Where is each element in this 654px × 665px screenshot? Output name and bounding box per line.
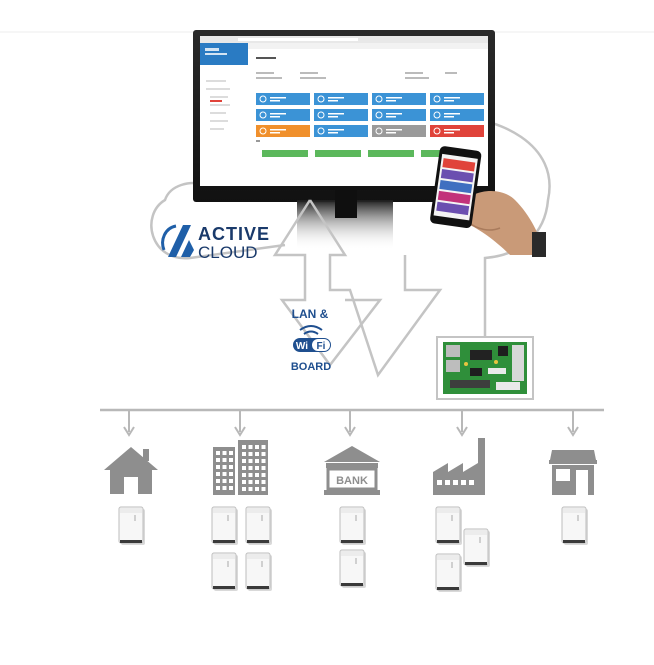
- dashboard-tile: [372, 125, 426, 137]
- dashboard-button: [315, 150, 361, 157]
- bank-icon: BANK: [324, 446, 380, 495]
- label-wifi-left: Wi: [296, 341, 308, 352]
- dashboard-screen: [200, 36, 488, 186]
- indoor-unit: [435, 553, 462, 592]
- factory-icon: [433, 438, 485, 495]
- indoor-unit: [245, 506, 272, 545]
- indoor-unit: [561, 506, 588, 545]
- dashboard-tile: [314, 125, 368, 137]
- label-lan: LAN &: [292, 307, 329, 321]
- phone-tile: [436, 201, 470, 216]
- circuit-board-photo: [436, 336, 534, 400]
- indoor-unit: [435, 506, 462, 545]
- brand-line-2: CLOUD: [198, 243, 258, 262]
- shop-icon: [549, 450, 597, 495]
- dashboard-tile: [430, 109, 484, 121]
- indoor-unit: [339, 549, 366, 588]
- dashboard-tile: [256, 93, 310, 105]
- phone-tile: [437, 190, 471, 205]
- dashboard-tile: [430, 125, 484, 137]
- active-cloud-logo: ACTIVE CLOUD: [161, 224, 270, 262]
- phone-in-hand: [430, 146, 546, 257]
- indoor-unit: [339, 506, 366, 545]
- dashboard-button: [262, 150, 308, 157]
- indoor-unit: [118, 506, 145, 545]
- indoor-unit: [211, 506, 238, 545]
- dashboard-tile: [372, 109, 426, 121]
- indoor-unit: [211, 552, 238, 591]
- office-tower-icon: [213, 440, 268, 495]
- lan-wifi-board-label: LAN & Wi Fi BOARD: [291, 307, 331, 373]
- phone-tile: [439, 179, 473, 194]
- dashboard-tile: [314, 93, 368, 105]
- chevron-down-icon: [123, 426, 135, 437]
- dashboard-tile: [372, 93, 426, 105]
- bank-sign: BANK: [336, 475, 368, 487]
- arrow-right-branch: [308, 199, 443, 378]
- house-icon: [104, 447, 158, 494]
- chevron-down-icon: [344, 426, 356, 437]
- brand-line-1: ACTIVE: [198, 224, 270, 244]
- dashboard-button: [368, 150, 414, 157]
- dashboard-tile: [314, 109, 368, 121]
- label-wifi-right: Fi: [317, 341, 326, 352]
- label-board: BOARD: [291, 361, 331, 373]
- dashboard-tile: [430, 93, 484, 105]
- dashboard-tile: [256, 125, 310, 137]
- phone-tile: [442, 158, 476, 172]
- chevron-down-icon: [456, 426, 468, 437]
- cloud-to-bus-arrow: [272, 199, 383, 368]
- dashboard-tile: [256, 109, 310, 121]
- indoor-unit: [245, 552, 272, 591]
- phone-tile: [440, 169, 474, 183]
- chevron-down-icon: [234, 426, 246, 437]
- indoor-unit: [463, 528, 490, 567]
- chevron-down-icon: [567, 426, 579, 437]
